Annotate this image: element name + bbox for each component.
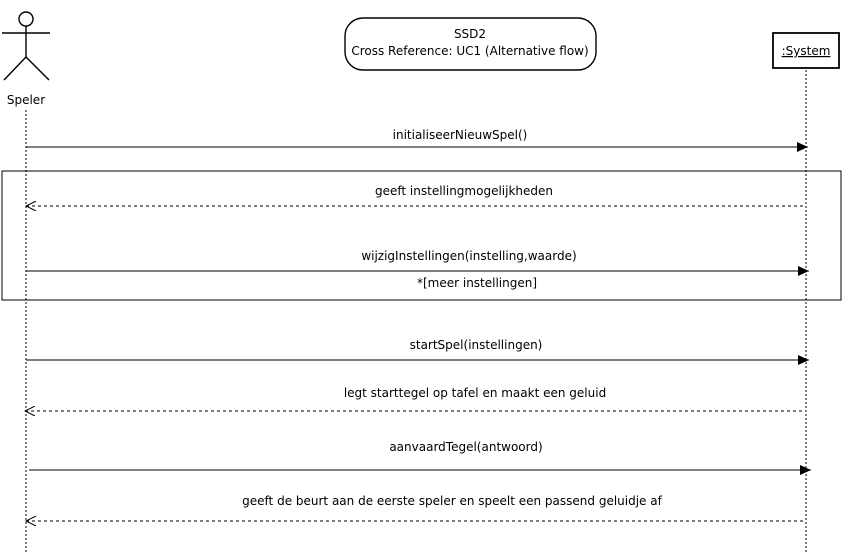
- loop-frame: [1, 170, 842, 301]
- message-wijzig-instellingen: wijzigInstellingen(instelling,waarde): [26, 249, 809, 276]
- message-geeft-instellingmogelijkheden: geeft instellingmogelijkheden: [26, 184, 804, 206]
- title-line-1: SSD2: [454, 27, 486, 41]
- title-line-2: Cross Reference: UC1 (Alternative flow): [351, 44, 588, 58]
- message-label: wijzigInstellingen(instelling,waarde): [361, 249, 576, 263]
- loop-guard: *[meer instellingen]: [417, 276, 537, 290]
- message-label: geeft instellingmogelijkheden: [375, 184, 553, 198]
- message-label: aanvaardTegel(antwoord): [389, 440, 542, 454]
- message-start-spel: startSpel(instellingen): [26, 338, 809, 365]
- message-label: startSpel(instellingen): [410, 338, 543, 352]
- actor-icon: [2, 11, 50, 81]
- message-label: initialiseerNieuwSpel(): [393, 128, 528, 142]
- title-box: SSD2 Cross Reference: UC1 (Alternative f…: [344, 17, 597, 71]
- message-label: legt starttegel op tafel en maakt een ge…: [344, 386, 606, 400]
- message-initialiseer-nieuw-spel: initialiseerNieuwSpel(): [26, 128, 808, 152]
- message-geeft-de-beurt: geeft de beurt aan de eerste speler en s…: [26, 494, 804, 521]
- message-label: geeft de beurt aan de eerste speler en s…: [242, 494, 662, 508]
- actor-name: Speler: [7, 93, 45, 107]
- system-lifeline-head: :System: [772, 32, 840, 69]
- actor-speler: Speler: [2, 11, 50, 107]
- message-aanvaard-tegel: aanvaardTegel(antwoord): [29, 440, 811, 475]
- message-legt-starttegel: legt starttegel op tafel en maakt een ge…: [25, 386, 803, 411]
- system-name: :System: [782, 44, 831, 58]
